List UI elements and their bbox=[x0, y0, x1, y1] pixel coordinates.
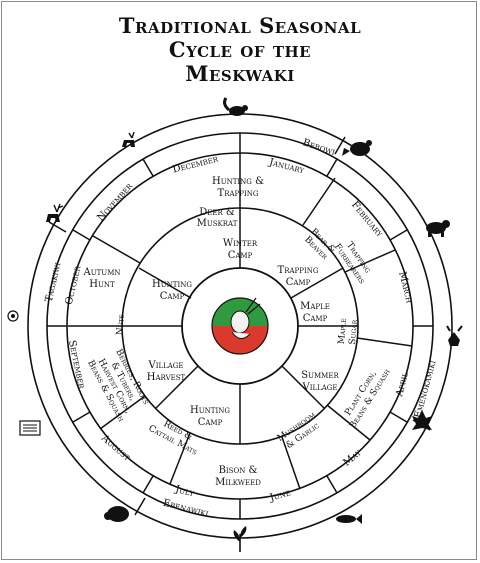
bison-icon bbox=[104, 506, 129, 522]
moose-icon bbox=[446, 325, 463, 346]
activity-bear-beaver: Bear &Beaver bbox=[301, 227, 337, 263]
month-label-september: September bbox=[66, 339, 87, 390]
meskwaki-seal-icon bbox=[211, 297, 269, 355]
deer-icon bbox=[122, 131, 135, 147]
activity-harvest: Berries, Roots& Tubers,Harvest Corn,Bean… bbox=[85, 345, 152, 424]
squirrel-icon bbox=[223, 97, 248, 116]
title-line-2: Cycle of the bbox=[168, 37, 312, 62]
leaf-icon bbox=[412, 410, 432, 430]
activity-dividers bbox=[68, 153, 413, 490]
activity-deer-muskrat: Deer &Muskrat bbox=[197, 207, 238, 229]
month-label-november: November bbox=[95, 181, 135, 224]
month-dividers bbox=[47, 133, 433, 519]
title-line-1: Traditional Seasonal bbox=[118, 13, 362, 38]
activity-bison-milkweed: Bison &Milkweed bbox=[215, 465, 261, 488]
activity-maple-sugar: MapleSugar bbox=[337, 318, 360, 346]
season-label-bebowi: Bebowi bbox=[301, 137, 336, 158]
activity-nuts: Nuts bbox=[115, 314, 127, 336]
month-label-october: October bbox=[64, 264, 84, 306]
medallion-icon bbox=[7, 310, 19, 322]
bear-icon bbox=[426, 220, 450, 237]
month-label-april: April bbox=[394, 371, 411, 399]
month-label-february: February bbox=[349, 199, 385, 239]
activity-hunting-trapping: Hunting &Trapping bbox=[212, 176, 264, 199]
month-label-june: June bbox=[268, 487, 292, 504]
month-label-july: July bbox=[173, 484, 195, 500]
beaver-icon bbox=[342, 140, 372, 156]
season-label-ebenawiki: Ebenawiki bbox=[162, 498, 210, 520]
title-line-3: Meskwaki bbox=[185, 61, 295, 86]
month-label-december: December bbox=[172, 153, 220, 175]
season-label-tagakiwi: Tagakiwi bbox=[44, 261, 64, 303]
month-label-march: March bbox=[396, 271, 414, 305]
month-label-august: August bbox=[98, 432, 132, 463]
fish-icon bbox=[336, 514, 362, 524]
camp-dividers bbox=[122, 208, 358, 444]
elk-icon bbox=[46, 203, 64, 222]
sprout-icon bbox=[233, 526, 247, 552]
tablet-icon bbox=[19, 420, 41, 436]
